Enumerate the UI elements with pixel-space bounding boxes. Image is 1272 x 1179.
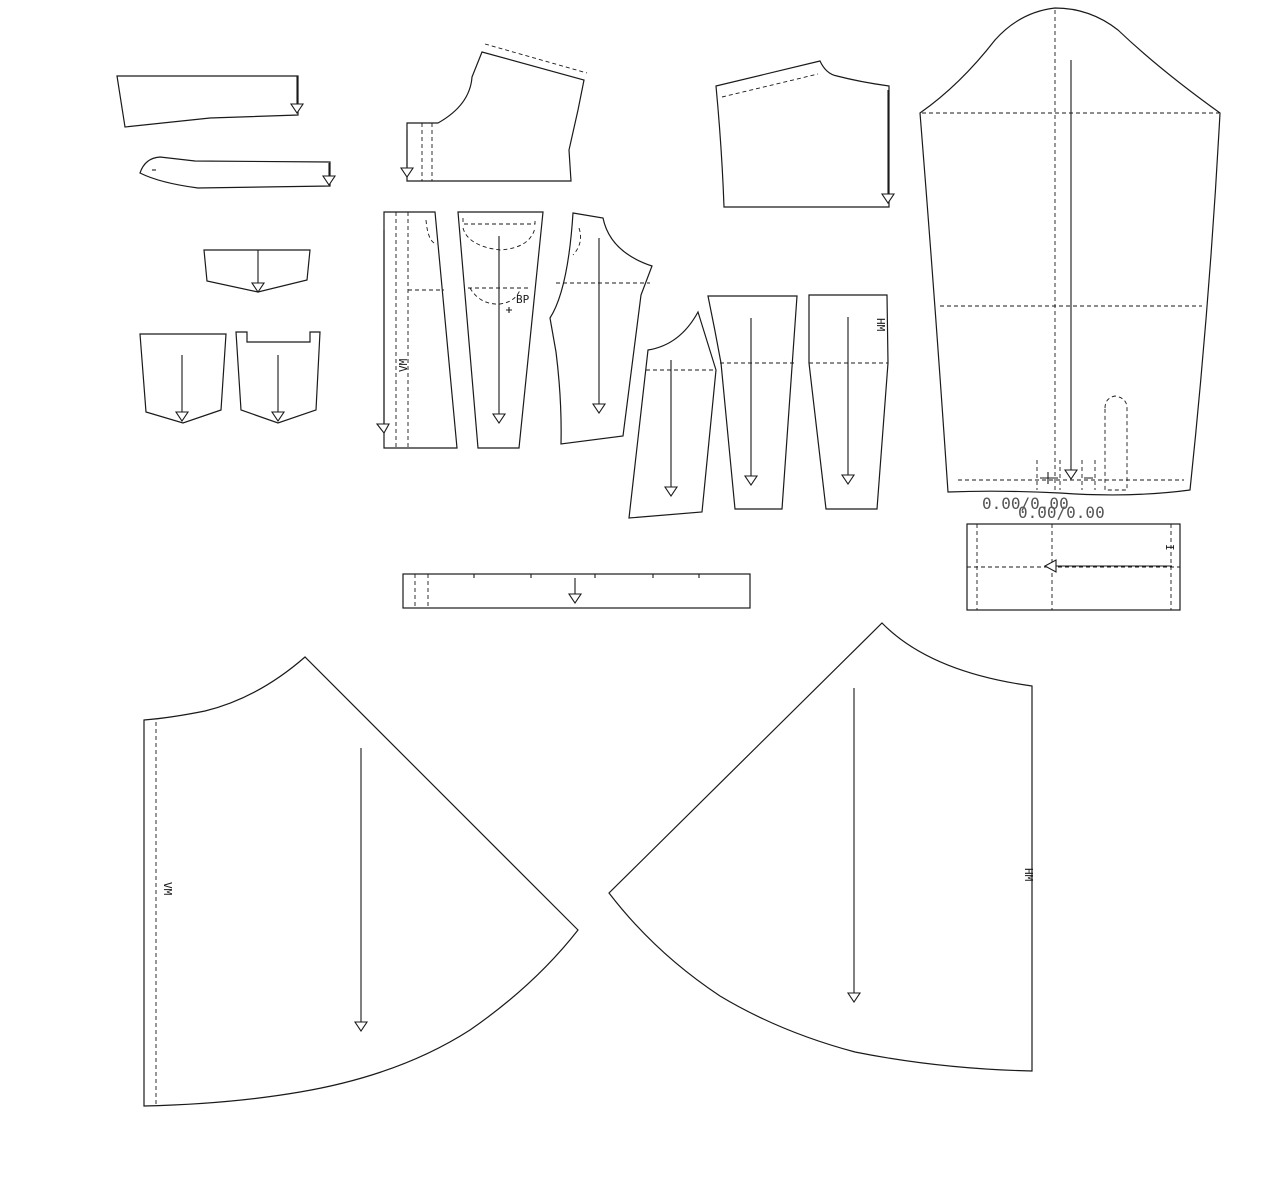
skirt-right-label: HM	[1022, 868, 1035, 882]
waistband-piece	[402, 573, 751, 609]
collar-stand-piece	[116, 75, 305, 128]
back-yoke-piece	[399, 43, 588, 182]
sleeve-measure-b: 0.00/0.00	[1018, 503, 1105, 522]
side-front-panel	[549, 212, 653, 445]
collar-piece	[139, 156, 337, 189]
front-facing-piece: VM	[375, 211, 458, 449]
patch-pocket-right	[235, 331, 321, 424]
patch-pocket-left	[139, 333, 227, 424]
sleeve-measure-a: 0.00/0.00	[982, 494, 1069, 513]
back-panel-left	[707, 295, 798, 510]
front-shoulder-piece	[715, 60, 896, 208]
center-front-panel: BP	[457, 211, 544, 449]
back-panel-right: HM	[808, 294, 889, 510]
skirt-panel-right: HM	[608, 622, 1035, 1072]
bp-label: BP	[516, 293, 530, 306]
cuff-piece: I	[966, 523, 1181, 611]
back-panel-hm-label: HM	[874, 318, 887, 332]
skirt-panel-left: VM	[143, 656, 579, 1107]
front-facing-label: VM	[397, 358, 410, 372]
side-back-panel	[628, 310, 717, 519]
skirt-left-label: VM	[161, 882, 174, 896]
pocket-flap-piece	[203, 249, 311, 293]
sleeve-piece: 0.00/0.00 0.00/0.00	[919, 7, 1221, 522]
cuff-mark-label: I	[1163, 544, 1176, 551]
